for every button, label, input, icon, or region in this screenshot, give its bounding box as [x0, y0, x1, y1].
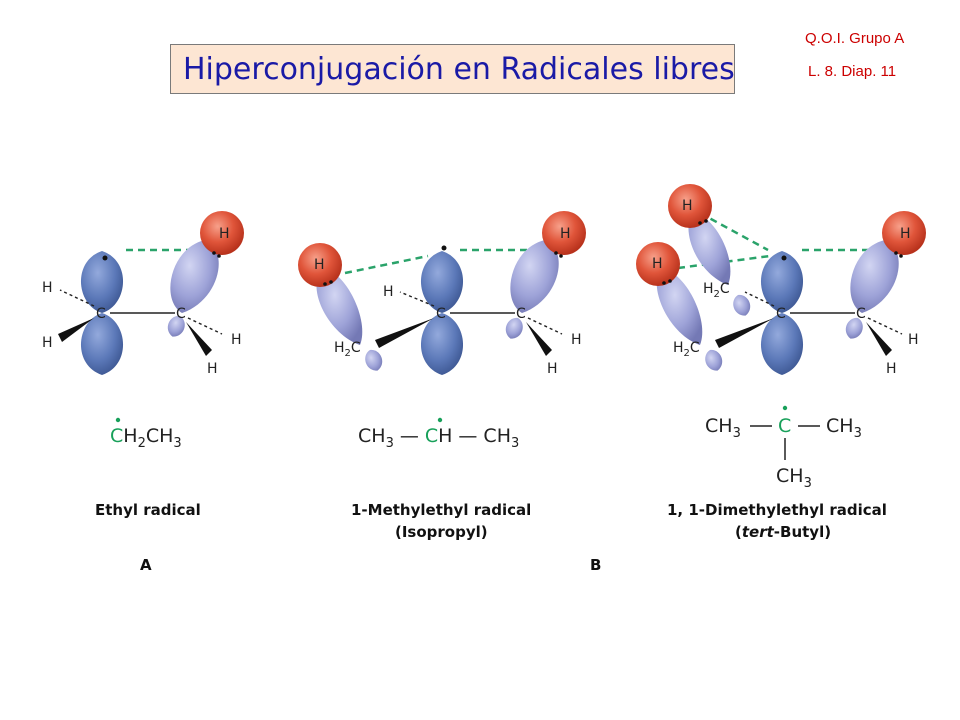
hydrogen-atom — [200, 211, 244, 255]
p-orbital-upper-lobe — [80, 251, 124, 313]
hashed-bond — [867, 317, 903, 335]
h-label: H — [42, 335, 53, 351]
ch2-label: H2C — [703, 281, 730, 300]
hydrogen-label: H — [682, 198, 693, 214]
wedge-bond — [715, 318, 774, 348]
label-a: A — [140, 556, 152, 574]
radical-electron — [102, 255, 108, 261]
tert-butyl-caption-line2: (tert-Butyl) — [735, 523, 831, 541]
ethyl-caption: Ethyl radical — [95, 501, 201, 519]
course-label: Q.O.I. Grupo A — [805, 30, 905, 47]
wedge-bond — [866, 322, 892, 356]
isopropyl-panel: H H C C H H H H2C CH3—CH—CH3 1-Methyleth… — [298, 211, 586, 541]
sigma-back-lobe — [362, 347, 386, 374]
hydrogen-label: H — [652, 256, 663, 272]
hydrogen-label: H — [560, 226, 571, 242]
hydrogen-label: H — [219, 226, 230, 242]
page-title: Hiperconjugación en Radicales libres — [183, 52, 735, 87]
radical-dot — [437, 417, 443, 423]
carbon-label: C — [516, 306, 526, 322]
radical-electron — [441, 245, 447, 251]
hydrogen-atom — [542, 211, 586, 255]
c-h-sigma-lobe — [510, 240, 559, 313]
hashed-bond — [59, 289, 95, 307]
hashed-bond — [187, 317, 223, 335]
c-h-sigma-lobe — [316, 268, 363, 345]
p-orbital-upper-lobe — [760, 251, 804, 313]
overlap-dash — [677, 254, 771, 270]
radical-electron — [781, 255, 787, 261]
hydrogen-atom — [636, 242, 680, 286]
sigma-back-lobe — [730, 292, 754, 319]
radical-dot — [782, 405, 788, 411]
c-h-sigma-lobe — [688, 212, 731, 285]
c-h-sigma-lobe — [170, 240, 219, 313]
label-b: B — [590, 556, 601, 574]
hydrogen-label: H — [314, 257, 325, 273]
h-label: H — [383, 284, 394, 300]
sigma-back-lobe — [702, 347, 726, 374]
wedge-bond — [375, 318, 434, 348]
h-label: H — [886, 361, 897, 377]
c-h-sigma-lobe — [850, 240, 899, 313]
h-label: H — [42, 280, 53, 296]
h-label: H — [547, 361, 558, 377]
overlap-dash — [699, 211, 769, 252]
c-h-sigma-lobe — [656, 268, 703, 345]
hydrogen-atom — [298, 243, 342, 287]
title-box: Hiperconjugación en Radicales libres — [170, 44, 735, 94]
carbon-label: C — [436, 306, 446, 322]
tert-butyl-center-c: C — [778, 415, 791, 437]
isopropyl-caption-line1: 1-Methylethyl radical — [351, 501, 531, 519]
hashed-bond — [744, 291, 775, 307]
tert-butyl-left: CH3 — [705, 415, 741, 441]
ethyl-formula: CH2CH3 — [110, 425, 182, 451]
wedge-bond — [186, 322, 212, 356]
ch2-label: H2C — [334, 340, 361, 359]
h-label: H — [207, 361, 218, 377]
lesson-label: L. 8. Diap. 11 — [808, 63, 897, 80]
p-orbital-lower-lobe — [760, 313, 804, 375]
hydrogen-atom — [882, 211, 926, 255]
tert-butyl-panel: H H H C C H H H2C H2C CH3 C CH3 — [636, 184, 926, 541]
h-label: H — [908, 332, 919, 348]
overlap-dash — [344, 254, 429, 275]
ch2-label: H2C — [673, 340, 700, 359]
carbon-label: C — [776, 306, 786, 322]
tert-butyl-bottom: CH3 — [776, 465, 812, 491]
tert-butyl-right: CH3 — [826, 415, 862, 441]
tert-butyl-caption-line1: 1, 1-Dimethylethyl radical — [667, 501, 887, 519]
h-label: H — [231, 332, 242, 348]
hashed-bond — [527, 317, 563, 335]
hydrogen-label: H — [900, 226, 911, 242]
hashed-bond — [399, 291, 435, 307]
carbon-label: C — [96, 306, 106, 322]
carbon-label: C — [856, 306, 866, 322]
carbon-label: C — [176, 306, 186, 322]
ethyl-panel: H C C H H H H CH2CH3 Ethyl radical — [42, 211, 244, 519]
isopropyl-caption-line2: (Isopropyl) — [395, 523, 488, 541]
isopropyl-formula: CH3—CH—CH3 — [358, 425, 519, 451]
h-label: H — [571, 332, 582, 348]
wedge-bond — [526, 322, 552, 356]
hydrogen-atom — [668, 184, 712, 228]
p-orbital-lower-lobe — [420, 313, 464, 375]
wedge-bond — [58, 318, 94, 342]
radical-dot — [115, 417, 121, 423]
